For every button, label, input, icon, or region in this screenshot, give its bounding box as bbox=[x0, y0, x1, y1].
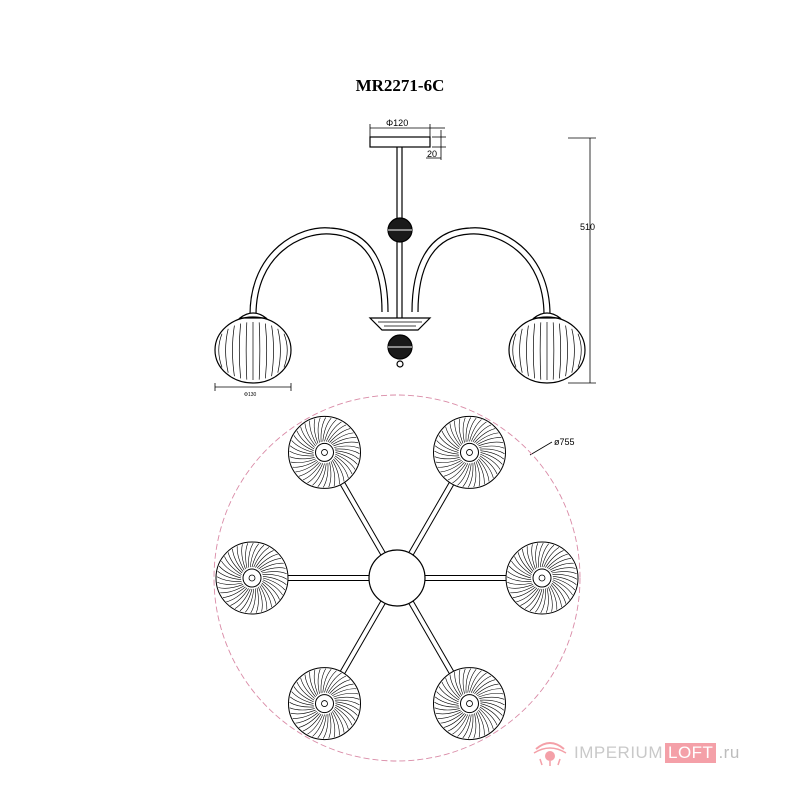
chandelier-logo-icon bbox=[533, 742, 567, 766]
watermark-brand-imperium: IMPERIUM bbox=[574, 743, 663, 762]
canopy-diameter-label: Φ120 bbox=[386, 118, 408, 128]
left-arm bbox=[249, 227, 389, 316]
top-view-shade bbox=[288, 667, 361, 741]
top-view-shade bbox=[215, 541, 289, 615]
dimension-lines bbox=[214, 124, 596, 456]
right-shade bbox=[508, 312, 586, 384]
overall-outline-circle bbox=[213, 394, 581, 762]
canopy-height-label: 20 bbox=[427, 149, 437, 159]
canopy bbox=[369, 136, 431, 148]
watermark-brand-loft: LOFT bbox=[665, 743, 717, 763]
side-view bbox=[214, 136, 586, 384]
total-height-label: 510 bbox=[580, 222, 595, 232]
top-view-shade bbox=[288, 415, 361, 489]
imperiumloft-watermark: IMPERIUM LOFT .ru bbox=[530, 738, 740, 768]
shade-width-label: Φ130 bbox=[244, 392, 257, 398]
top-view-shade bbox=[433, 415, 506, 489]
center-cup bbox=[368, 317, 432, 331]
center-hub bbox=[368, 549, 426, 607]
top-view bbox=[213, 394, 581, 762]
watermark-domain: .ru bbox=[718, 743, 740, 762]
top-view-shades bbox=[215, 415, 579, 741]
top-view-shade bbox=[505, 541, 579, 615]
top-view-shade bbox=[433, 667, 506, 741]
model-title: MR2271-6C bbox=[355, 76, 445, 95]
left-shade bbox=[214, 312, 292, 384]
overall-diameter-label: ø755 bbox=[554, 437, 575, 447]
right-arm bbox=[411, 227, 551, 316]
